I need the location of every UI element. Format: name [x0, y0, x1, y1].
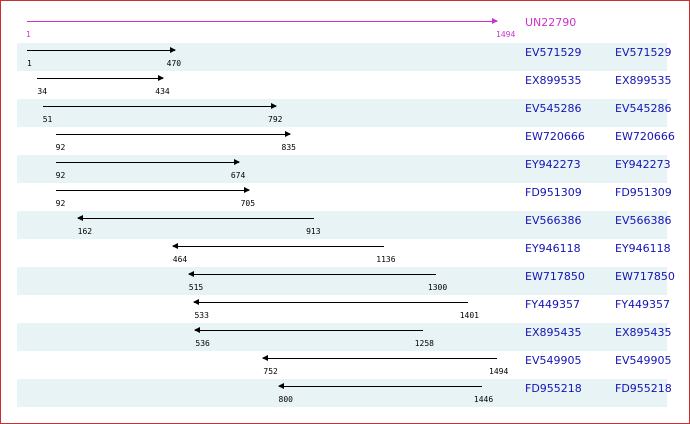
arrow-left-icon [187, 271, 194, 277]
hit-end: 434 [155, 87, 170, 96]
hit-start: 92 [55, 171, 66, 180]
hit-row [17, 267, 667, 295]
arrow-right-icon [271, 103, 277, 109]
arrow-right-icon [284, 131, 291, 137]
arrow-left-icon [171, 243, 178, 249]
hit-id[interactable]: EY946118 [525, 242, 581, 255]
hit-end: 1258 [414, 339, 434, 348]
hit-row [17, 211, 667, 239]
query-start: 1 [26, 30, 31, 39]
hit-start: 92 [55, 143, 66, 152]
hit-row [17, 43, 667, 71]
hit-row [17, 99, 667, 127]
hit-id[interactable]: EW720666 [525, 130, 585, 143]
hit-arrow [277, 383, 482, 389]
hit-arrow [76, 215, 315, 221]
arrow-left-icon [262, 355, 269, 361]
hit-end: 705 [240, 199, 256, 208]
hit-id[interactable]: EX899535 [525, 74, 582, 87]
hit-row [17, 323, 667, 351]
hit-start: 533 [194, 311, 209, 320]
hit-id[interactable]: EW717850 [525, 270, 585, 283]
hit-link[interactable]: FD955218 [615, 382, 672, 395]
arrow-right-icon [233, 159, 240, 165]
hit-end: 1136 [376, 255, 396, 264]
hit-arrow [55, 159, 240, 165]
hit-link[interactable]: EX895435 [615, 326, 672, 339]
hit-arrow [262, 355, 497, 361]
query-end: 1494 [496, 30, 516, 39]
hit-start: 752 [263, 367, 278, 376]
query-arrow [27, 18, 498, 24]
hit-start: 536 [195, 339, 210, 348]
hit-start: 1 [27, 59, 32, 68]
hit-arrow [55, 131, 291, 137]
hit-link[interactable]: EW720666 [615, 130, 675, 143]
hit-arrow [193, 299, 468, 305]
arrow-left-icon [277, 383, 284, 389]
arrow-right-icon [158, 75, 165, 81]
hit-link[interactable]: EW717850 [615, 270, 675, 283]
hit-id[interactable]: FD955218 [525, 382, 582, 395]
hit-id[interactable]: EV549905 [525, 354, 582, 367]
hit-end: 1300 [427, 283, 448, 292]
hit-id[interactable]: EX895435 [525, 326, 582, 339]
hit-link[interactable]: EV566386 [615, 214, 672, 227]
hit-id[interactable]: EY942273 [525, 158, 581, 171]
hit-link[interactable]: EV571529 [615, 46, 672, 59]
hit-link[interactable]: FD951309 [615, 186, 672, 199]
hit-arrow [27, 47, 176, 53]
hit-end: 674 [230, 171, 246, 180]
hit-link[interactable]: EY946118 [615, 242, 671, 255]
hit-end: 913 [306, 227, 321, 236]
arrow-right-icon [169, 47, 176, 53]
arrow-left-icon [193, 299, 200, 305]
hit-arrow [194, 327, 423, 333]
hit-start: 800 [278, 395, 293, 404]
hit-link[interactable]: EV545286 [615, 102, 672, 115]
hit-link[interactable]: FY449357 [615, 298, 671, 311]
hit-end: 470 [166, 59, 182, 68]
hit-row [17, 155, 667, 183]
hit-link[interactable]: EV549905 [615, 354, 672, 367]
query-label: UN22790 [525, 16, 577, 29]
hit-end: 1401 [459, 311, 479, 320]
hit-id[interactable]: EV566386 [525, 214, 582, 227]
arrow-head-icon [492, 18, 498, 24]
hit-start: 92 [55, 199, 66, 208]
hit-start: 34 [37, 87, 48, 96]
arrow-right-icon [243, 187, 250, 193]
hit-link[interactable]: EX899535 [615, 74, 672, 87]
hit-start: 515 [188, 283, 204, 292]
hit-id[interactable]: EV545286 [525, 102, 582, 115]
hit-id[interactable]: FY449357 [525, 298, 581, 311]
hit-arrow [187, 271, 436, 277]
hit-arrow [42, 103, 277, 109]
hit-end: 1494 [489, 367, 509, 376]
hit-link[interactable]: EY942273 [615, 158, 671, 171]
hit-arrow [37, 75, 165, 81]
hit-arrow [55, 187, 250, 193]
hit-id[interactable]: FD951309 [525, 186, 582, 199]
hit-end: 792 [268, 115, 283, 124]
hit-start: 162 [77, 227, 93, 236]
hit-arrow [171, 243, 385, 249]
arrow-left-icon [76, 215, 83, 221]
hit-id[interactable]: EV571529 [525, 46, 582, 59]
hit-end: 1446 [473, 395, 494, 404]
hit-end: 835 [281, 143, 296, 152]
hit-row [17, 379, 667, 407]
hit-start: 51 [42, 115, 53, 124]
arrow-left-icon [194, 327, 201, 333]
hit-start: 464 [172, 255, 188, 264]
